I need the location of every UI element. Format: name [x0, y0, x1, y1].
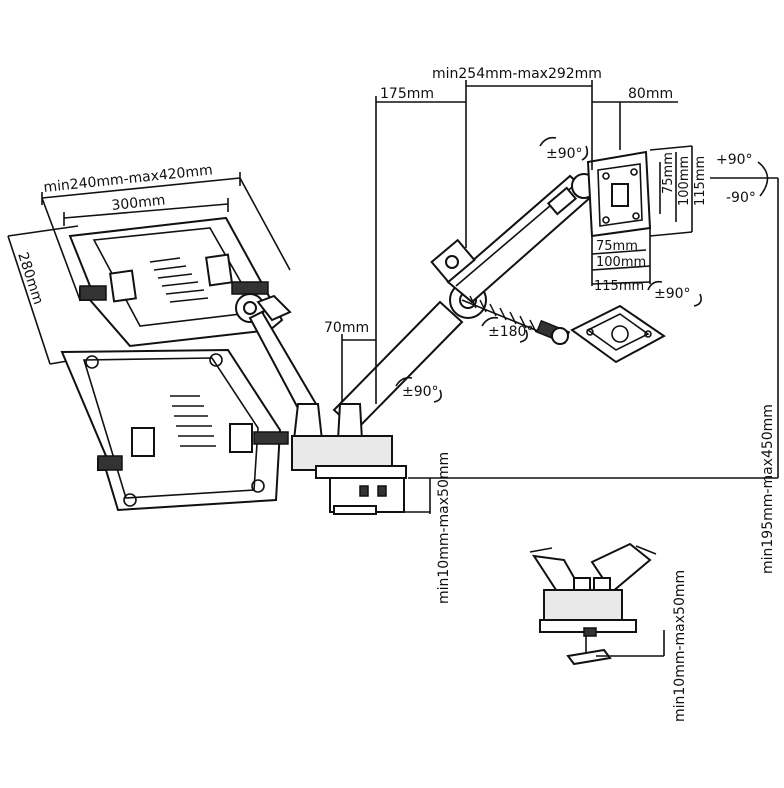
laptop-tray-lower	[60, 348, 289, 512]
clamp-base-block	[291, 435, 393, 471]
tray-lower-spring-right	[253, 431, 289, 445]
vesa-plate-lower	[570, 304, 666, 364]
tray-width-range-label: min240mm-max420mm	[43, 162, 214, 196]
head-swivel-label: ±90°	[546, 146, 583, 162]
clamp-thickness-label: min10mm-max50mm	[436, 452, 452, 604]
arm-dimensions	[341, 80, 779, 514]
tray-width-range-line	[41, 177, 241, 199]
elbow-rotation-label: ±180°	[488, 324, 533, 340]
base-rotation-label: ±90°	[402, 384, 439, 400]
vesa-v-100-label: 100mm	[677, 156, 692, 206]
grommet-foot	[566, 648, 612, 666]
plate-swivel-label: ±90°	[654, 286, 691, 302]
tray-width-line	[63, 203, 229, 219]
tray-clip-right	[205, 253, 233, 287]
vesa-h-100-label: 100mm	[596, 255, 646, 270]
grommet-base-block	[543, 589, 623, 625]
vesa-h-115-label: 115mm	[594, 279, 644, 294]
tray-spring-left	[79, 285, 107, 301]
tray-lower-vent-slots	[170, 395, 216, 447]
pole-base	[291, 403, 407, 515]
vesa-plate-upper	[586, 145, 693, 286]
left-pole-top	[292, 403, 324, 441]
vesa-h-75-label: 75mm	[596, 239, 638, 254]
right-arm	[332, 173, 597, 432]
tray-depth-line	[7, 235, 51, 365]
left-arm	[248, 294, 318, 414]
vesa-v-75-label: 75mm	[661, 152, 676, 194]
vesa-v-115-label: 115mm	[693, 156, 708, 206]
height-range-label: min195mm-max450mm	[760, 404, 776, 574]
tray-clip-left	[109, 269, 137, 303]
left-arm-segment	[248, 310, 318, 414]
offset-label: 175mm	[380, 86, 434, 102]
tilt-down-label: -90°	[726, 190, 756, 206]
tilt-up-label: +90°	[716, 152, 753, 168]
tray-spring-right	[231, 281, 269, 295]
tilt-arc	[757, 161, 769, 197]
clamp-top-plate	[315, 465, 407, 479]
tray-lower-spring-left	[97, 455, 123, 471]
rotation-arcs	[395, 280, 702, 403]
laptop-tray-upper	[7, 172, 291, 365]
grommet-mount	[529, 542, 665, 666]
vesa-plate-alt	[570, 304, 666, 364]
tray-lower-clip-left	[131, 427, 155, 457]
plate-offset-label: 80mm	[628, 86, 673, 102]
tray-vent-slots	[149, 257, 209, 303]
clamp-foot	[333, 505, 377, 515]
top-span-label: min254mm-max292mm	[432, 66, 602, 82]
grommet-thickness-label: min10mm-max50mm	[672, 570, 688, 722]
base-offset-label: 70mm	[324, 320, 369, 336]
right-pole-top	[336, 403, 364, 441]
tray-width-label: 300mm	[111, 192, 166, 214]
tray-lower-clip-right	[229, 423, 253, 453]
tray-depth-label: 280mm	[14, 250, 46, 306]
